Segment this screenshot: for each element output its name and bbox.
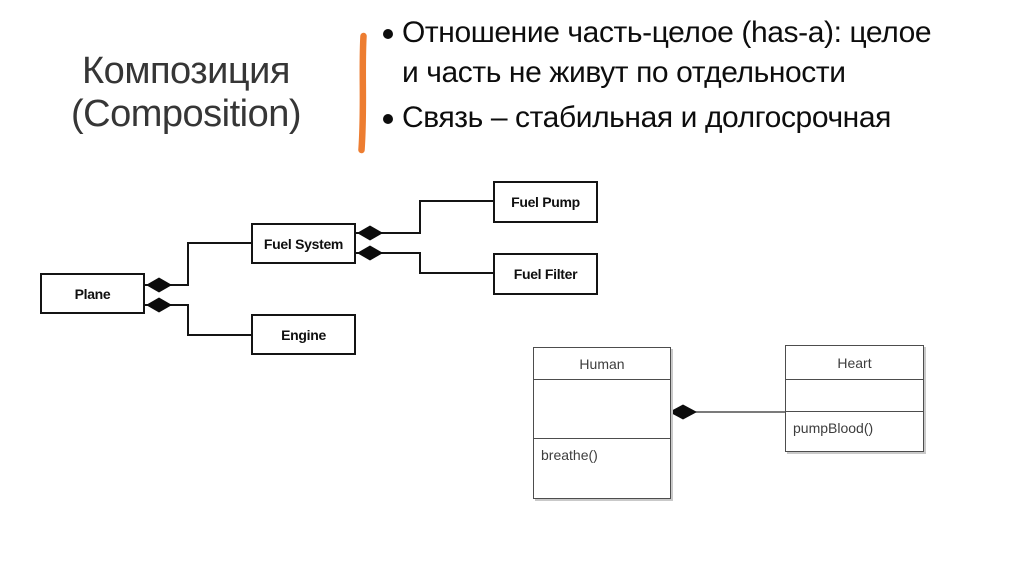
uml-class-attributes <box>786 379 923 411</box>
uml-box-fuel-filter: Fuel Filter <box>493 253 598 295</box>
uml-box-plane: Plane <box>40 273 145 314</box>
slide-title-line2: (Composition) <box>70 93 302 135</box>
bullet-line: Отношение часть-целое (has-a): целое <box>402 16 932 49</box>
bullet-text: Отношение часть-целое (has-a): целое и ч… <box>402 13 993 93</box>
accent-divider <box>358 32 367 154</box>
composition-diamond-icon <box>146 277 172 293</box>
bullet-line: и часть не живут по отдельности <box>402 56 846 89</box>
uml-box-fuel-system: Fuel System <box>251 223 356 264</box>
connector-fuelsystem-fuelfilter <box>355 252 493 274</box>
connector-plane-fuelsystem <box>145 242 251 286</box>
bullet-dot-icon <box>383 29 393 39</box>
uml-box-fuel-pump: Fuel Pump <box>493 181 598 223</box>
uml-class-name: Human <box>579 355 625 372</box>
uml-class-methods: pumpBlood() <box>786 411 923 451</box>
composition-diamond-icon <box>146 297 172 313</box>
slide-title: Композиция (Composition) <box>28 50 344 136</box>
bullet-dot-icon <box>383 114 393 124</box>
bullet-line: Связь – стабильная и долгосрочная <box>402 101 891 134</box>
uml-class-heart: Heart pumpBlood() <box>785 345 924 452</box>
composition-diamond-icon <box>669 404 697 420</box>
uml-class-human: Human breathe() <box>533 347 671 499</box>
uml-class-attributes <box>534 379 670 438</box>
uml-class-name: Heart <box>837 354 872 371</box>
composition-diamond-icon <box>357 225 383 241</box>
bullet-text: Связь – стабильная и долгосрочная <box>402 98 993 138</box>
slide-title-line1: Композиция <box>82 50 290 92</box>
bullet-item: Отношение часть-целое (has-a): целое и ч… <box>383 13 993 93</box>
connector-plane-engine <box>145 304 251 336</box>
composition-diamond-icon <box>357 245 383 261</box>
connector-fuelsystem-fuelpump <box>355 200 493 234</box>
bullet-item: Связь – стабильная и долгосрочная <box>383 98 993 138</box>
bullet-list: Отношение часть-целое (has-a): целое и ч… <box>383 13 993 138</box>
uml-class-methods: breathe() <box>534 438 670 498</box>
uml-box-engine: Engine <box>251 314 356 355</box>
